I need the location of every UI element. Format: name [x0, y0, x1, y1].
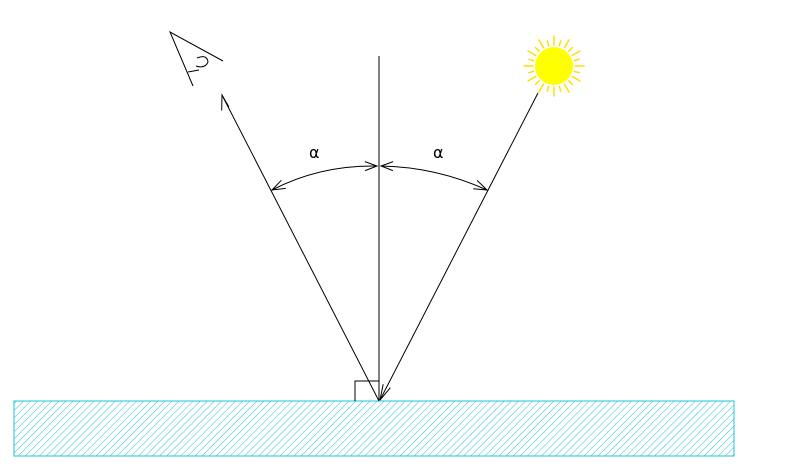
- sun-ray: [563, 39, 570, 49]
- angle-arc-reflected-arrowhead-right: [364, 161, 379, 172]
- sun-ray: [568, 46, 574, 52]
- sun-ray: [534, 80, 540, 86]
- sun-disc: [535, 47, 573, 85]
- angle-arc-incident-arrowhead-right: [473, 180, 489, 191]
- sun-ray: [538, 39, 545, 49]
- angle-arc-incident-arrowhead-left: [379, 161, 394, 172]
- sun-ray: [558, 85, 562, 92]
- sun-ray: [571, 75, 581, 82]
- sun-ray: [546, 40, 550, 47]
- eye-icon: [168, 30, 224, 87]
- sun-rays: [523, 35, 585, 97]
- angle-label-reflected: α: [309, 143, 320, 162]
- angle-label-incident: α: [433, 143, 444, 162]
- sun-ray: [538, 83, 545, 93]
- angle-arc-reflected-arrowhead-left: [270, 179, 286, 191]
- sun-ray: [527, 75, 537, 82]
- eye-pupil: [195, 56, 209, 68]
- sun-ray: [546, 85, 550, 92]
- angle-arc-incident: [380, 165, 488, 191]
- sun-ray: [534, 46, 540, 52]
- incident-ray-arrowhead: [379, 384, 391, 401]
- reflected-ray: [221, 94, 380, 402]
- sun-ray: [558, 40, 562, 47]
- incident-ray: [379, 92, 539, 401]
- sun-ray: [573, 70, 580, 74]
- sun-ray: [571, 50, 581, 57]
- sun-ray: [563, 83, 570, 93]
- reflected-ray-arrowhead: [221, 93, 230, 111]
- sun-ray: [528, 58, 535, 62]
- eye-outline: [168, 30, 224, 87]
- eye-lid: [187, 69, 200, 73]
- sun-ray: [527, 50, 537, 57]
- angle-arc-reflected: [271, 165, 378, 191]
- sun-icon: [523, 35, 585, 97]
- sun-ray: [573, 58, 580, 62]
- right-angle-marker: [354, 380, 379, 401]
- sun-ray: [568, 80, 574, 86]
- reflecting-surface: [13, 400, 735, 457]
- sun-ray: [528, 70, 535, 74]
